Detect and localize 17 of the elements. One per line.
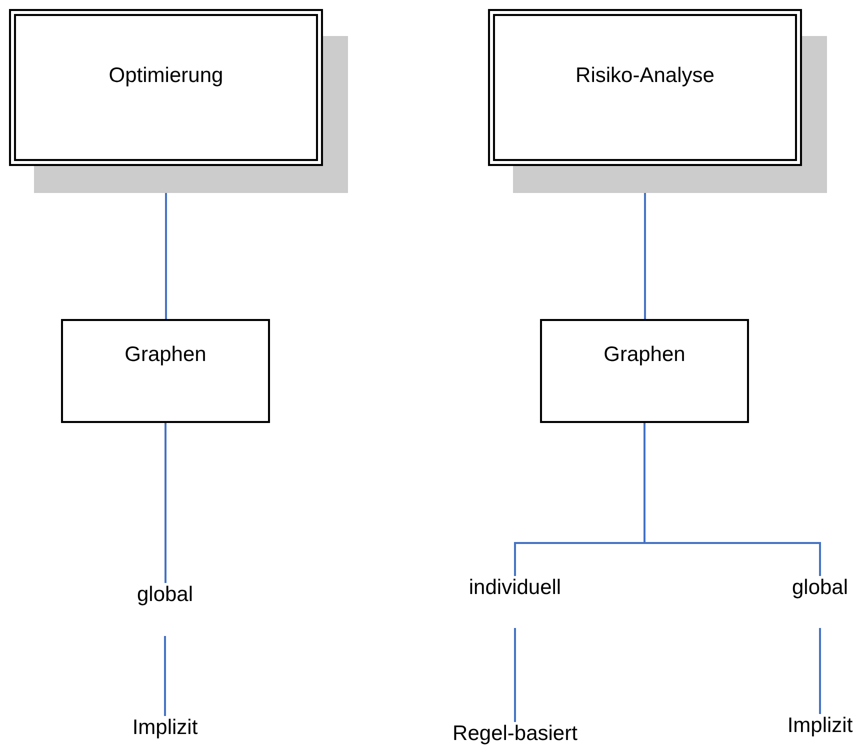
node-label: global [136, 583, 194, 607]
box-label: Graphen [124, 343, 206, 367]
connector-line [644, 423, 821, 576]
connector-line [819, 628, 821, 714]
node-label: individuell [468, 576, 562, 600]
node-label: Regel-basiert [452, 722, 578, 746]
node-label: global [792, 576, 848, 600]
box-label: Risiko-Analyse [576, 64, 714, 88]
connector-line [514, 628, 516, 722]
process-box [61, 319, 270, 423]
process-box [540, 319, 749, 423]
node-label: Implizit [132, 716, 198, 740]
connector-line [164, 423, 166, 583]
node-label: Implizit [787, 714, 853, 738]
connector-line [164, 636, 166, 716]
box-label: Graphen [604, 343, 686, 367]
box-label: Optimierung [108, 64, 224, 88]
